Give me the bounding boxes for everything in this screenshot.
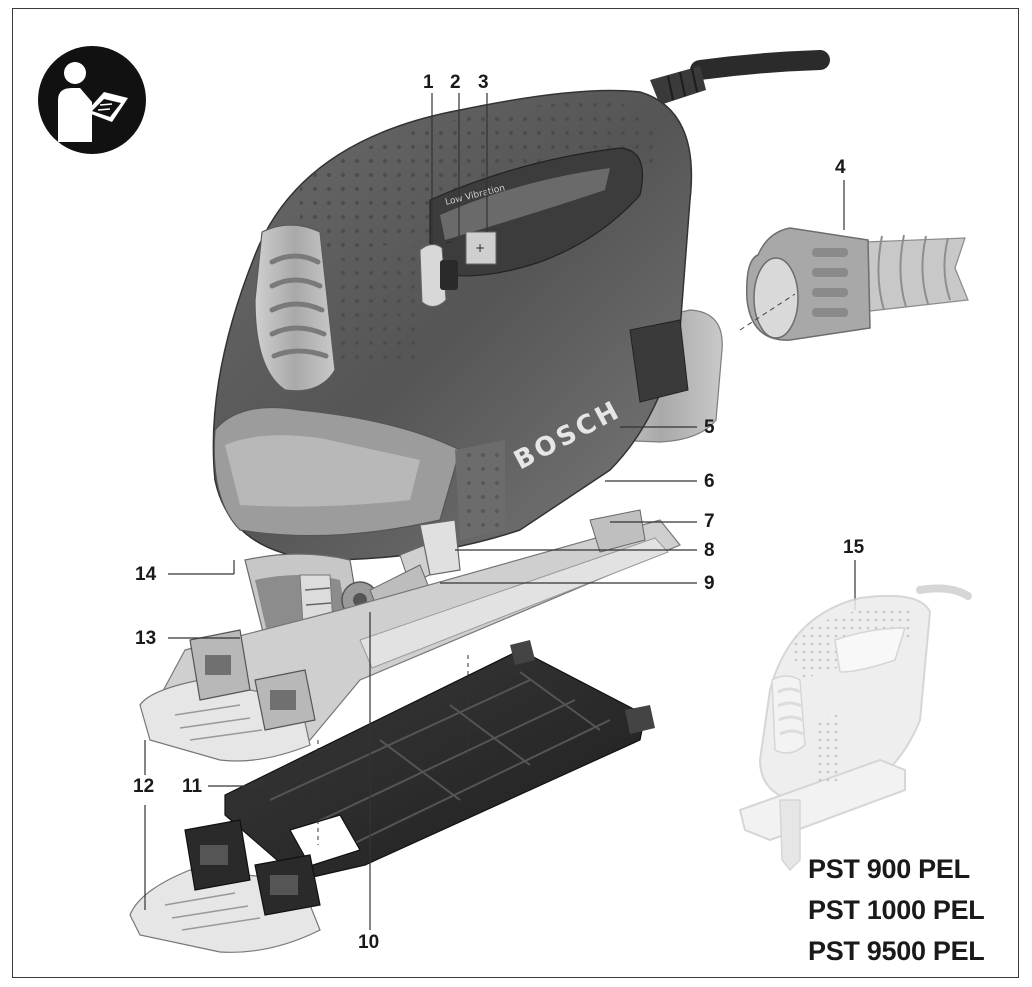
base-plate-cover bbox=[224, 640, 655, 881]
speed-minus-mark: – bbox=[446, 235, 452, 249]
model-name-1: PST 900 PEL bbox=[808, 854, 970, 884]
callout-10: 10 bbox=[358, 932, 380, 953]
model-name-3: PST 9500 PEL bbox=[808, 936, 985, 966]
callout-12: 12 bbox=[133, 776, 155, 797]
callout-4: 4 bbox=[835, 157, 846, 178]
jigsaw-body: + – Low Vibration BOSCH bbox=[212, 89, 723, 561]
callout-6: 6 bbox=[704, 471, 715, 492]
callout-14: 14 bbox=[135, 564, 157, 585]
callout-8: 8 bbox=[704, 540, 715, 561]
assembly-guides bbox=[317, 655, 469, 845]
model-name-2: PST 1000 PEL bbox=[808, 895, 985, 925]
base-plate bbox=[139, 509, 681, 762]
speed-plus-mark: + bbox=[475, 241, 485, 255]
callout-1: 1 bbox=[423, 72, 434, 93]
callout-7: 7 bbox=[704, 511, 715, 532]
callout-11: 11 bbox=[182, 776, 203, 797]
callout-5: 5 bbox=[704, 417, 715, 438]
callout-leaders bbox=[144, 93, 856, 930]
dust-adapter bbox=[745, 227, 969, 341]
callout-2: 2 bbox=[450, 72, 461, 93]
lower-shoe bbox=[129, 819, 321, 953]
callout-13: 13 bbox=[135, 628, 157, 649]
figure-border bbox=[12, 8, 1019, 978]
callout-15: 15 bbox=[843, 537, 865, 558]
read-manual-icon bbox=[38, 46, 146, 154]
callout-3: 3 bbox=[478, 72, 489, 93]
callout-9: 9 bbox=[704, 573, 715, 594]
power-cable bbox=[650, 50, 830, 105]
ghost-jigsaw bbox=[738, 584, 972, 872]
